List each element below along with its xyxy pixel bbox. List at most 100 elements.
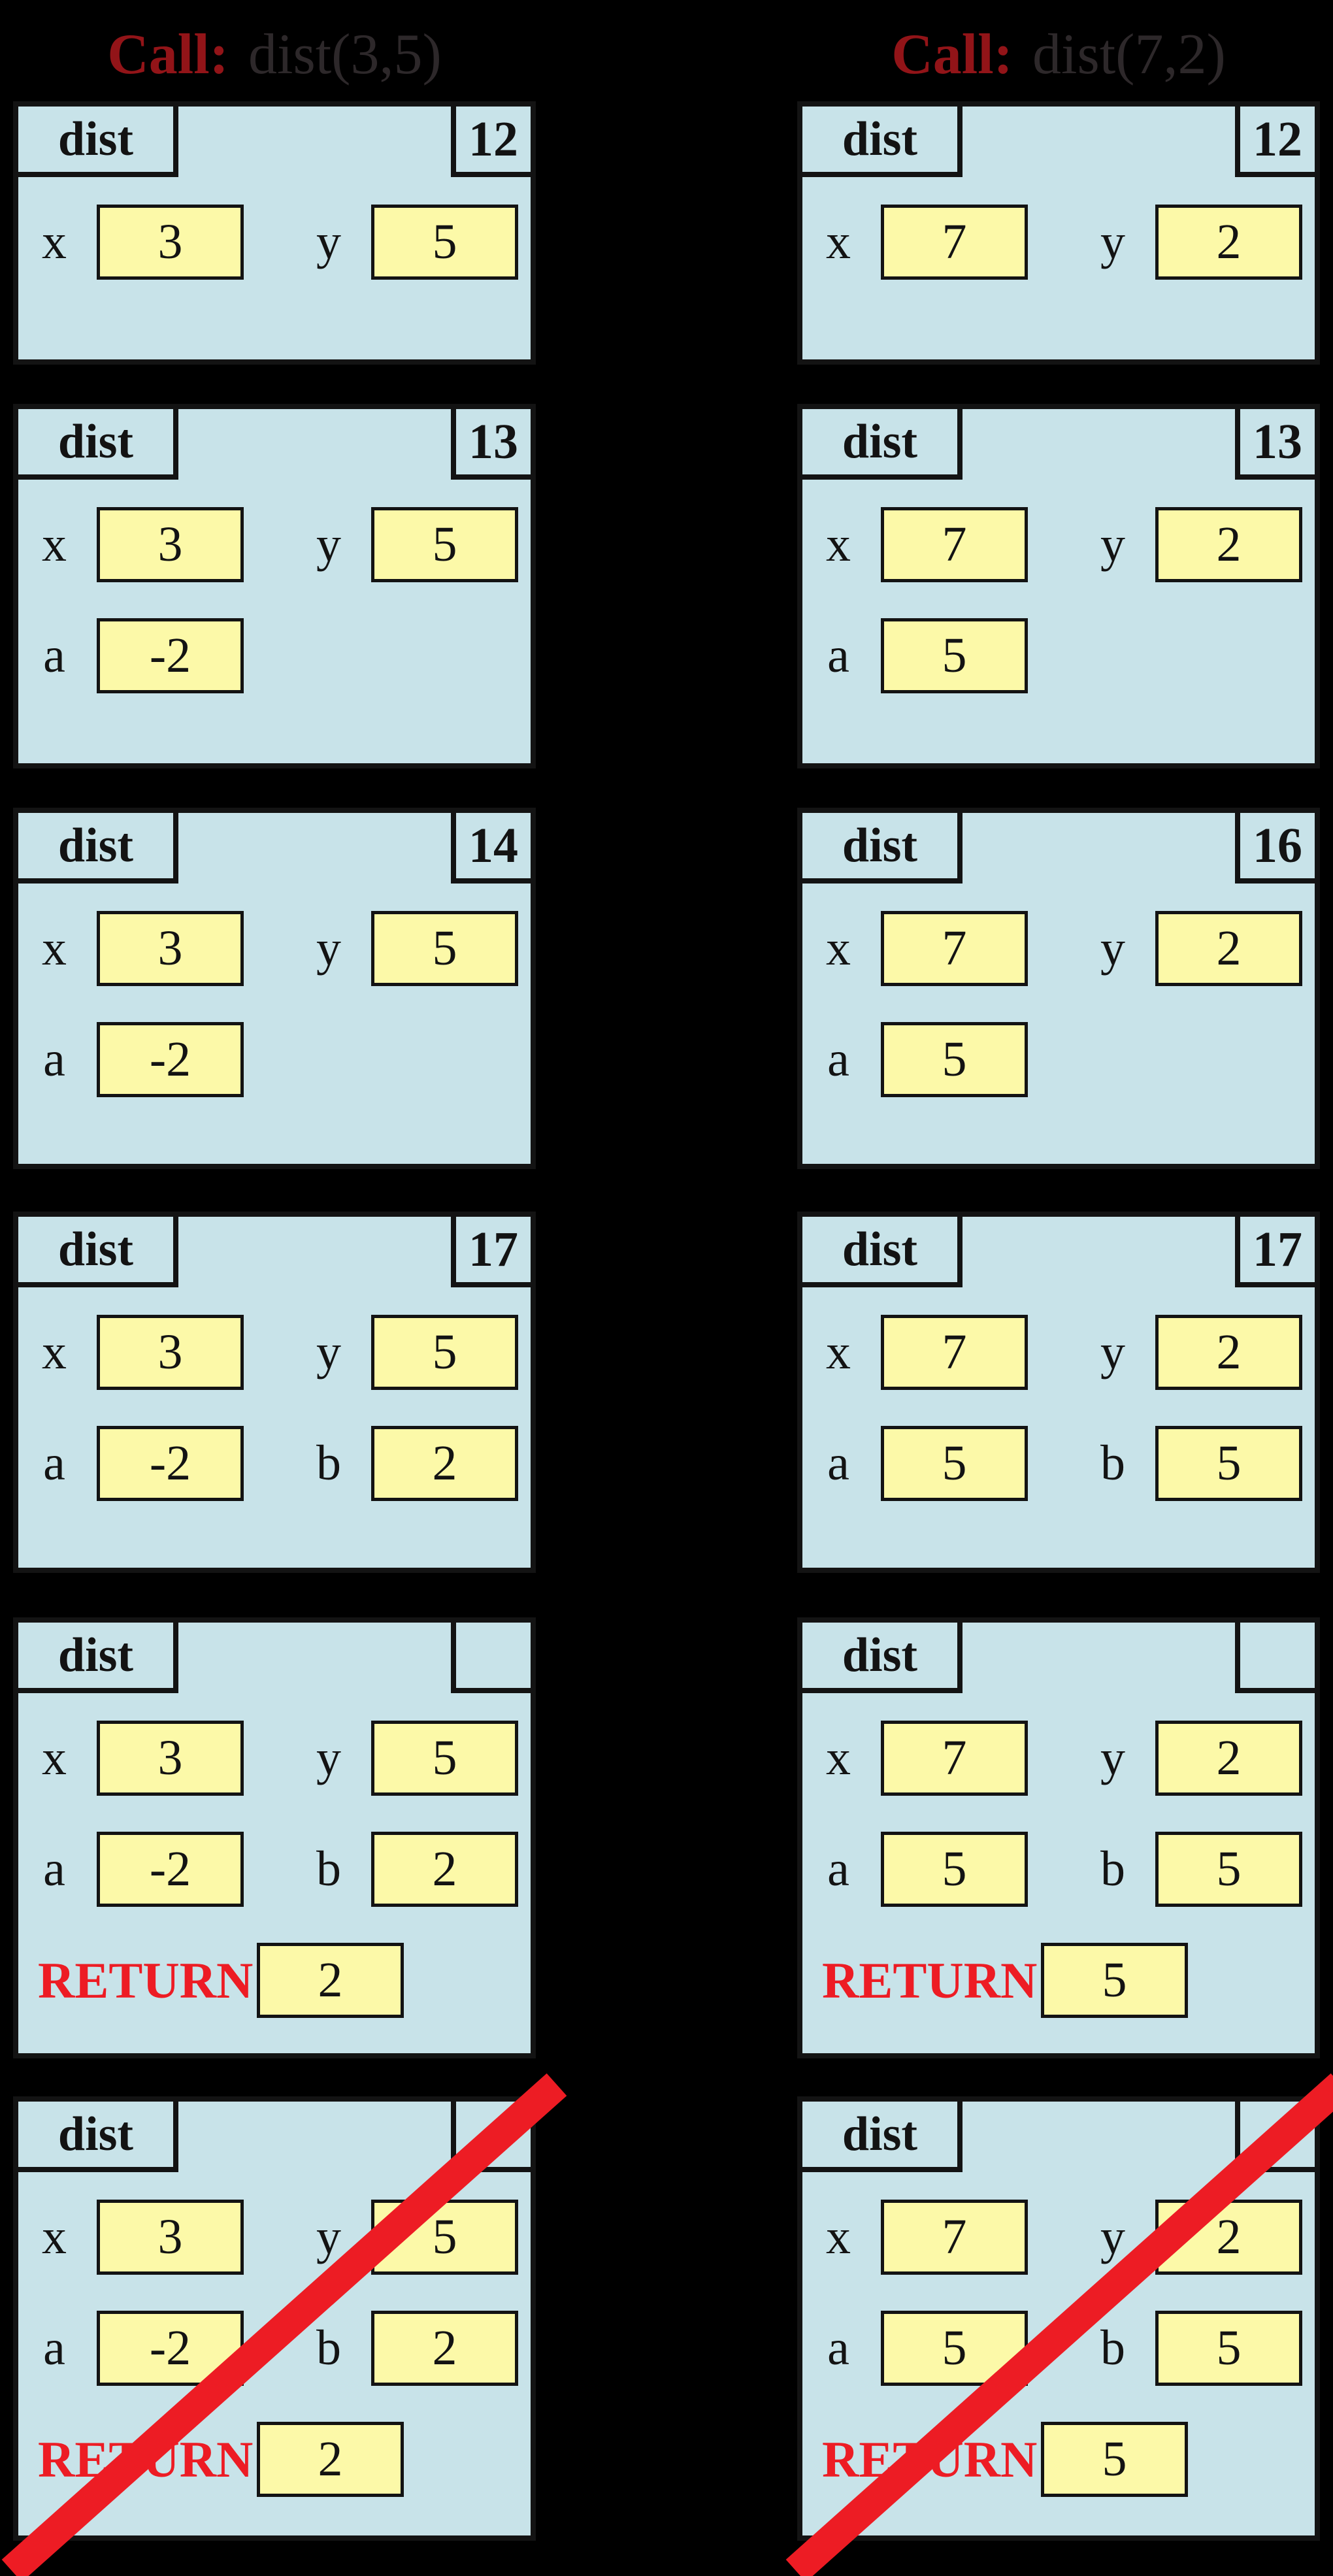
var-label: b — [1100, 2320, 1125, 2375]
var-label: y — [316, 1325, 341, 1379]
var-label: a — [43, 1841, 65, 1896]
return-label: RETURN — [822, 1952, 1038, 2009]
var-value-box: 2 — [371, 1832, 518, 1907]
function-name-tab: dist — [797, 1617, 963, 1693]
var-label: y — [1100, 2209, 1125, 2264]
function-name-tab: dist — [13, 1212, 178, 1287]
var-label: x — [826, 921, 851, 976]
return-label: RETURN — [38, 1952, 254, 2009]
var-label: b — [316, 2320, 341, 2375]
var-value-box: 2 — [1155, 205, 1302, 280]
line-number-box: 13 — [1235, 404, 1320, 480]
var-label: y — [1100, 214, 1125, 269]
var-value-box: 7 — [881, 205, 1028, 280]
var-value-box: 5 — [371, 507, 518, 582]
line-number-box: 17 — [1235, 1212, 1320, 1287]
var-label: y — [1100, 1325, 1125, 1379]
var-label: x — [42, 1730, 67, 1785]
line-number-box — [1235, 2096, 1320, 2172]
call-signature: dist(3,5) — [248, 22, 442, 86]
line-number-box: 14 — [451, 808, 536, 883]
call-signature: dist(7,2) — [1032, 22, 1226, 86]
var-value-box: 5 — [371, 205, 518, 280]
var-label: a — [827, 1032, 849, 1087]
var-value-box: 5 — [881, 1022, 1028, 1097]
line-number-box: 13 — [451, 404, 536, 480]
return-value-box: 2 — [257, 1943, 404, 2018]
function-name-tab: dist — [797, 404, 963, 480]
call-label: Call: — [107, 22, 229, 86]
line-number-box: 16 — [1235, 808, 1320, 883]
var-label: x — [826, 2209, 851, 2264]
var-label: b — [1100, 1841, 1125, 1896]
var-label: x — [42, 517, 67, 572]
var-label: x — [42, 2209, 67, 2264]
line-number-box — [451, 1617, 536, 1693]
call-header-left: Call: dist(3,5) — [13, 18, 536, 90]
line-number-box: 12 — [1235, 101, 1320, 177]
var-label: x — [826, 517, 851, 572]
var-label: b — [1100, 1436, 1125, 1491]
var-label: x — [42, 921, 67, 976]
var-value-box: 5 — [881, 2311, 1028, 2386]
return-label: RETURN — [822, 2431, 1038, 2488]
var-value-box: 2 — [1155, 2200, 1302, 2275]
var-value-box: 2 — [371, 1426, 518, 1501]
var-value-box: 2 — [1155, 507, 1302, 582]
function-name-tab: dist — [13, 808, 178, 883]
return-value-box: 5 — [1041, 2422, 1188, 2497]
var-label: y — [1100, 921, 1125, 976]
var-value-box: 3 — [97, 1721, 244, 1796]
var-label: y — [1100, 517, 1125, 572]
var-value-box: 7 — [881, 911, 1028, 986]
function-name-tab: dist — [797, 808, 963, 883]
var-value-box: -2 — [97, 2311, 244, 2386]
var-label: y — [316, 1730, 341, 1785]
var-value-box: 5 — [881, 1426, 1028, 1501]
line-number-box: 17 — [451, 1212, 536, 1287]
var-label: y — [316, 2209, 341, 2264]
var-value-box: 7 — [881, 1721, 1028, 1796]
var-value-box: 7 — [881, 507, 1028, 582]
function-name-tab: dist — [13, 2096, 178, 2172]
var-value-box: 5 — [371, 1315, 518, 1390]
function-name-tab: dist — [13, 1617, 178, 1693]
var-value-box: 5 — [371, 911, 518, 986]
var-label: y — [316, 921, 341, 976]
function-name-tab: dist — [797, 2096, 963, 2172]
var-label: y — [316, 214, 341, 269]
var-value-box: 7 — [881, 2200, 1028, 2275]
return-value-box: 2 — [257, 2422, 404, 2497]
var-label: a — [43, 2320, 65, 2375]
var-value-box: -2 — [97, 1022, 244, 1097]
var-value-box: 5 — [1155, 1426, 1302, 1501]
var-label: x — [42, 214, 67, 269]
var-value-box: 3 — [97, 205, 244, 280]
var-value-box: 5 — [881, 1832, 1028, 1907]
function-name-tab: dist — [13, 101, 178, 177]
var-label: b — [316, 1436, 341, 1491]
function-name-tab: dist — [797, 101, 963, 177]
var-value-box: 2 — [1155, 911, 1302, 986]
return-label: RETURN — [38, 2431, 254, 2488]
var-value-box: -2 — [97, 618, 244, 693]
var-label: a — [827, 628, 849, 683]
var-value-box: -2 — [97, 1426, 244, 1501]
var-label: b — [316, 1841, 341, 1896]
call-label: Call: — [891, 22, 1013, 86]
var-value-box: -2 — [97, 1832, 244, 1907]
var-label: a — [827, 1436, 849, 1491]
line-number-box — [1235, 1617, 1320, 1693]
var-label: x — [42, 1325, 67, 1379]
